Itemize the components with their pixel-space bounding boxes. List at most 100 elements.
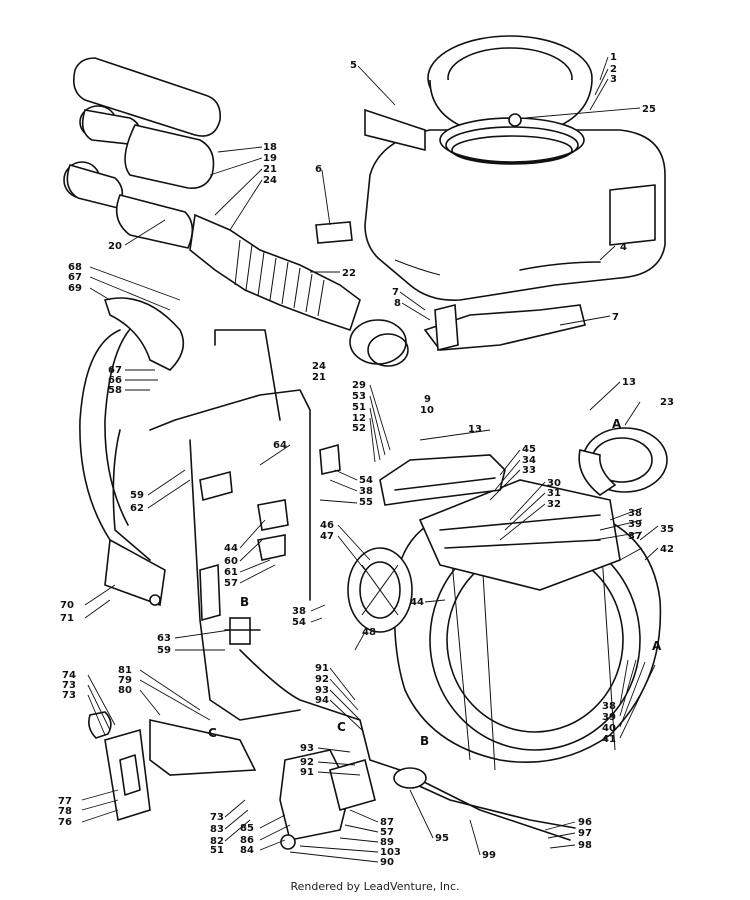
callout-69: 69 xyxy=(68,283,82,294)
ref-letter-c-grip: C xyxy=(208,726,217,740)
footer-credit: Rendered by LeadVenture, Inc. xyxy=(290,880,460,893)
callout-24: 24 xyxy=(263,175,277,186)
engine-mount xyxy=(418,479,621,591)
callout-21: 21 xyxy=(263,164,277,175)
callout-82: 82 xyxy=(210,836,224,847)
callout-91: 91 xyxy=(315,663,329,674)
callout-51: 51 xyxy=(352,402,366,413)
backpack-frame xyxy=(112,329,311,721)
callout-90: 90 xyxy=(380,857,394,868)
callout-7b: 7 xyxy=(612,312,619,323)
top-handle xyxy=(379,454,506,506)
callout-95: 95 xyxy=(435,833,449,844)
callout-38c: 38 xyxy=(292,606,306,617)
callout-62: 62 xyxy=(130,503,144,514)
callout-98: 98 xyxy=(578,840,592,851)
callout-8: 8 xyxy=(394,298,401,309)
callout-87: 87 xyxy=(380,817,394,828)
fuel-tank xyxy=(364,129,666,302)
callout-89: 89 xyxy=(380,837,394,848)
callout-99: 99 xyxy=(482,850,496,861)
callout-81: 81 xyxy=(118,665,132,676)
callout-23: 23 xyxy=(660,397,674,408)
callout-76: 76 xyxy=(58,817,72,828)
callout-67: 67 xyxy=(68,272,82,283)
callout-68: 68 xyxy=(68,262,82,273)
callout-39b: 39 xyxy=(602,712,616,723)
callout-93: 93 xyxy=(315,685,329,696)
flex-hose xyxy=(189,213,409,367)
throttle-cable xyxy=(239,649,576,841)
callout-37: 37 xyxy=(628,531,642,542)
callout-9: 9 xyxy=(424,394,431,405)
callout-48: 48 xyxy=(362,627,376,638)
callout-34: 34 xyxy=(522,455,536,466)
callout-1: 1 xyxy=(610,52,617,63)
callout-84: 84 xyxy=(240,845,254,856)
blower-tubes xyxy=(63,57,222,249)
callout-64: 64 xyxy=(273,440,287,451)
ref-letter-a-right: A xyxy=(652,639,662,653)
callout-83: 83 xyxy=(210,824,224,835)
callout-96: 96 xyxy=(578,817,592,828)
callout-67b: 67 xyxy=(108,365,122,376)
callout-30: 30 xyxy=(547,478,561,489)
callout-53: 53 xyxy=(352,391,366,402)
callout-13: 13 xyxy=(622,377,636,388)
tank-cap xyxy=(427,35,593,165)
tank-bracket xyxy=(423,303,586,352)
callout-70: 70 xyxy=(60,600,74,611)
callout-21b: 21 xyxy=(312,372,326,383)
callout-79: 79 xyxy=(118,675,132,686)
callout-97: 97 xyxy=(578,828,592,839)
callout-59b: 59 xyxy=(157,645,171,656)
callout-73c: 73 xyxy=(210,812,224,823)
callout-44: 44 xyxy=(224,543,238,554)
callout-22: 22 xyxy=(342,268,356,279)
callout-93b: 93 xyxy=(300,743,314,754)
callout-71: 71 xyxy=(60,613,74,624)
callout-7: 7 xyxy=(392,287,399,298)
ref-letter-c-cable: C xyxy=(337,720,346,734)
callout-25: 25 xyxy=(642,104,656,115)
callout-20: 20 xyxy=(108,241,122,252)
callout-35: 35 xyxy=(660,524,674,535)
callout-54: 54 xyxy=(359,475,373,486)
callout-60: 60 xyxy=(224,556,238,567)
callout-73b: 73 xyxy=(62,690,76,701)
callout-74: 74 xyxy=(62,670,76,681)
callout-47: 47 xyxy=(320,531,334,542)
tank-label-decals xyxy=(315,108,426,244)
callout-57b: 57 xyxy=(380,827,394,838)
callout-103: 103 xyxy=(380,847,401,858)
callout-32: 32 xyxy=(547,499,561,510)
callout-85: 85 xyxy=(240,823,254,834)
callout-4: 4 xyxy=(620,242,627,253)
reference-letters: A A B B C C xyxy=(208,417,662,748)
callout-94: 94 xyxy=(315,695,329,706)
callout-45: 45 xyxy=(522,444,536,455)
stop-switch xyxy=(224,617,261,645)
callout-80: 80 xyxy=(118,685,132,696)
callout-78: 78 xyxy=(58,806,72,817)
grip-handle xyxy=(88,711,257,822)
callout-31: 31 xyxy=(547,488,561,499)
callout-18: 18 xyxy=(263,142,277,153)
callout-92: 92 xyxy=(315,674,329,685)
callout-41: 41 xyxy=(602,734,616,745)
callout-58: 58 xyxy=(108,385,122,396)
shoulder-strap xyxy=(79,297,185,607)
callout-92b: 92 xyxy=(300,757,314,768)
callout-38d: 38 xyxy=(602,701,616,712)
outlet-elbow xyxy=(578,427,668,496)
callout-40: 40 xyxy=(602,723,616,734)
ref-letter-b-switch: B xyxy=(240,595,249,609)
callout-52: 52 xyxy=(352,423,366,434)
callout-57: 57 xyxy=(224,578,238,589)
callout-labels: 1 2 3 25 5 6 4 18 19 21 24 20 22 7 8 7 2… xyxy=(58,52,674,868)
callout-10: 10 xyxy=(420,405,434,416)
callout-12: 12 xyxy=(352,413,366,424)
ref-letter-a-top: A xyxy=(612,417,622,431)
callout-13b: 13 xyxy=(468,424,482,435)
